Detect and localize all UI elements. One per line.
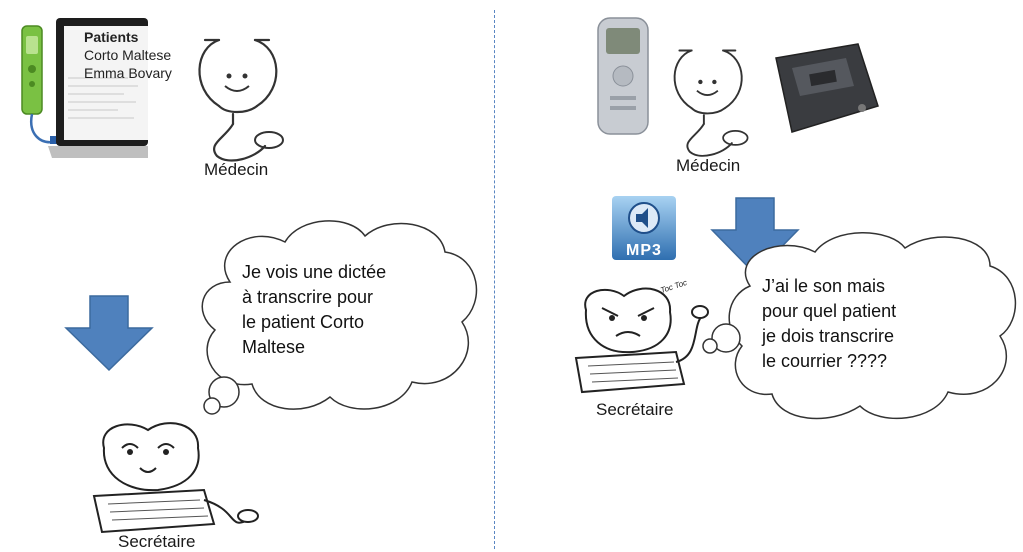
- secretary-label-left: Secrétaire: [118, 532, 196, 551]
- thought-text-right: J’ai le son mais pour quel patient je do…: [762, 276, 897, 371]
- stethoscope-doctor-icon: [673, 49, 749, 157]
- secretary-label-right: Secrétaire: [596, 400, 674, 419]
- angry-secretary-computer-icon: [574, 287, 709, 394]
- usb-dictaphone-icon: [21, 25, 60, 144]
- thought-bubble-left: [201, 220, 478, 415]
- patients-title: Patients: [84, 29, 139, 45]
- digital-recorder-icon: [597, 17, 649, 135]
- thought-text-left: Je vois une dictée à transcrire pour le …: [242, 262, 387, 357]
- cassette-recorder-icon: [775, 43, 879, 133]
- mp3-label: MP3: [626, 242, 662, 259]
- thought-bubble-right: [702, 232, 1017, 420]
- patient-item: Emma Bovary: [84, 65, 172, 81]
- laptop-icon: [48, 18, 148, 158]
- doctor-label-left: Médecin: [204, 160, 269, 179]
- patients-list: Patients Corto Maltese Emma Bovary: [84, 28, 172, 82]
- doctor-label-right: Médecin: [676, 156, 741, 175]
- secretary-computer-icon: [92, 422, 259, 534]
- stethoscope-doctor-icon: [198, 38, 284, 162]
- mp3-icon: MP3: [612, 196, 676, 260]
- down-arrow-left: [64, 295, 154, 372]
- panel-divider: [494, 10, 495, 549]
- patient-item: Corto Maltese: [84, 47, 172, 63]
